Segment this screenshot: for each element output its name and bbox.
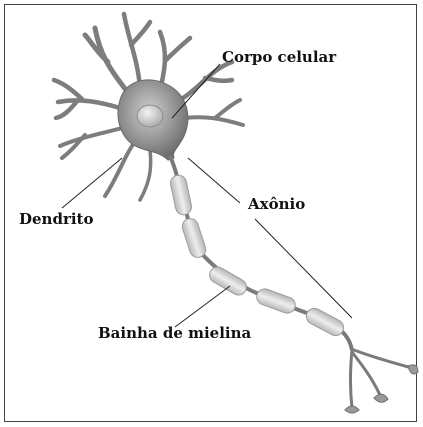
label-dendrito: Dendrito: [19, 212, 93, 227]
label-bainha-de-mielina: Bainha de mielina: [98, 326, 251, 341]
label-axonio: Axônio: [248, 197, 305, 212]
nucleus: [137, 105, 163, 127]
terminal-buttons: [345, 365, 418, 413]
label-corpo-celular: Corpo celular: [222, 50, 336, 65]
